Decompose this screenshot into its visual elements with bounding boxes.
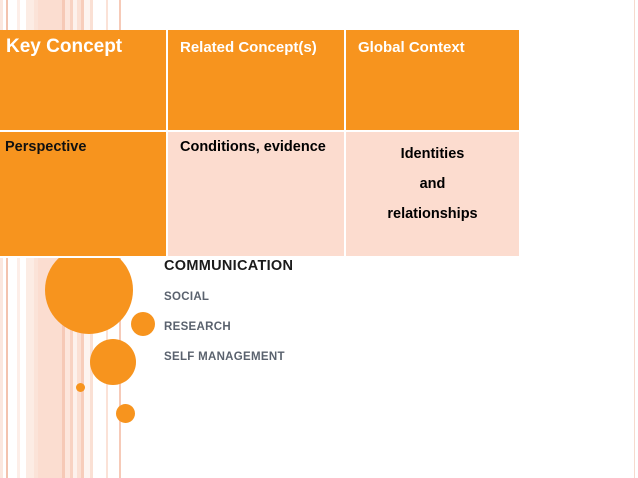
- skill-self-management: SELF MANAGEMENT: [164, 351, 285, 363]
- key-concept-table: Key Concept Related Concept(s) Global Co…: [0, 30, 521, 258]
- circle-large: [45, 246, 133, 334]
- cell-global-context: Identities and relationships: [346, 132, 521, 258]
- cell-key-concept: Perspective: [0, 132, 168, 258]
- circle-xsmall: [116, 404, 135, 423]
- circle-small: [131, 312, 155, 336]
- global-context-line-1: Identities: [400, 146, 465, 162]
- global-context-line-2: and: [419, 176, 446, 192]
- skill-social: SOCIAL: [164, 291, 210, 303]
- table-header-row: Key Concept Related Concept(s) Global Co…: [0, 30, 521, 132]
- cell-related-concepts: Conditions, evidence: [168, 132, 346, 258]
- circle-medium: [90, 339, 136, 385]
- skill-primary: COMMUNICATION: [164, 258, 294, 274]
- global-context-line-3: relationships: [387, 206, 478, 222]
- atl-skills-list: COMMUNICATION SOCIAL RESEARCH SELF MANAG…: [164, 258, 293, 363]
- header-global-context: Global Context: [346, 30, 521, 132]
- header-key-concept: Key Concept: [0, 30, 168, 132]
- right-edge-line: [634, 0, 635, 478]
- table-row: Perspective Conditions, evidence Identit…: [0, 132, 521, 258]
- circle-dot: [76, 383, 85, 392]
- header-related-concepts: Related Concept(s): [168, 30, 346, 132]
- skill-research: RESEARCH: [164, 321, 231, 333]
